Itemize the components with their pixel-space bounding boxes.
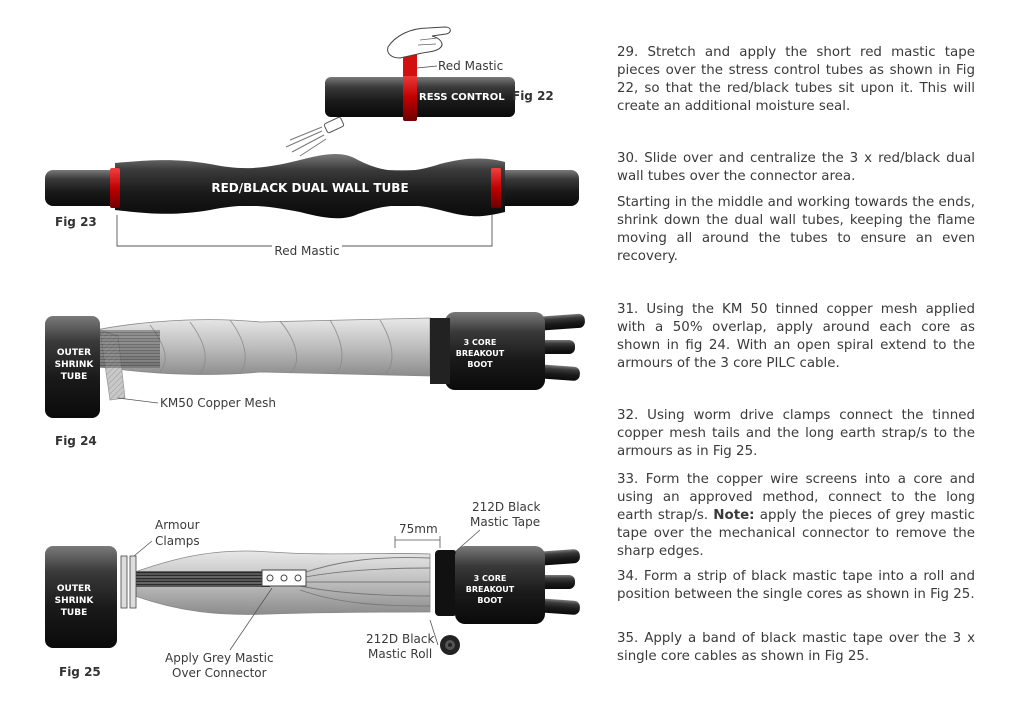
- fig24-boot-line3: BOOT: [467, 360, 493, 369]
- fig25-outer-tube-line1: OUTER: [57, 584, 91, 594]
- fig25-armour-clamp-2: [129, 555, 137, 609]
- fig25-black-mastic-tape: [435, 550, 457, 616]
- fig22-red-tape-strip: [403, 52, 417, 76]
- fig25-black-roll-line2: Mastic Roll: [368, 647, 432, 661]
- step-35: 35. Apply a band of black mastic tape ov…: [617, 631, 975, 664]
- step-33-note-text: apply the pieces of grey mastic tape ove…: [617, 508, 975, 559]
- fig23-tube-label: RED/BLACK DUAL WALL TUBE: [211, 181, 408, 195]
- fig24-outer-tube-line2: SHRINK: [55, 360, 95, 370]
- fig24-boot-line2: BREAKOUT: [456, 349, 505, 358]
- step-34: 34. Form a strip of black mastic tape in…: [617, 569, 975, 602]
- fig25-grey-mastic-line1: Apply Grey Mastic: [165, 651, 274, 665]
- fig25-armour-clamps-line1: Armour: [155, 518, 200, 532]
- fig23-red-mastic-label: Red Mastic: [274, 244, 339, 258]
- step-30-continued: Starting in the middle and working towar…: [617, 195, 975, 264]
- fig25-outer-shrink-tube: [45, 546, 117, 648]
- fig24-outer-shrink-tube: [45, 316, 100, 418]
- fig25-diagram: OUTER SHRINK TUBE 3 CORE BREAKOUT BOOT A…: [45, 500, 580, 680]
- fig25-boot-line3: BOOT: [477, 596, 503, 605]
- mastic-roll-icon: [440, 635, 460, 655]
- fig25-boot-line1: 3 CORE: [474, 574, 507, 583]
- fig24-breakout-boot: [445, 312, 545, 390]
- fig22-tube-label: RESS CONTROL: [419, 92, 505, 103]
- fig22-diagram: Red Mastic RESS CONTROL Fig 22: [325, 26, 554, 121]
- fig25-black-tape-line2: Mastic Tape: [470, 515, 540, 529]
- heat-gun-icon: [285, 116, 345, 157]
- fig24-label: Fig 24: [55, 434, 97, 448]
- step-31: 31. Using the KM 50 tinned copper mesh a…: [617, 302, 975, 371]
- fig23-diagram: RED/BLACK DUAL WALL TUBE Red Mastic Fig …: [45, 154, 579, 258]
- fig25-black-tape-line1: 212D Black: [472, 500, 540, 514]
- step-32: 32. Using worm drive clamps connect the …: [617, 408, 975, 459]
- fig25-black-roll-line1: 212D Black: [366, 632, 434, 646]
- step-33-text: 33. Form the copper wire screens into a …: [617, 472, 975, 523]
- fig25-outer-tube-line2: SHRINK: [55, 596, 95, 606]
- fig25-label: Fig 25: [59, 665, 101, 679]
- fig22-red-mastic-band: [403, 73, 417, 121]
- fig25-earth-strap: [130, 571, 270, 587]
- fig25-armour-clamp-1: [120, 555, 128, 609]
- fig25-dimension-label: 75mm: [399, 522, 438, 536]
- fig22-stress-control-tube: [325, 77, 515, 117]
- fig24-mesh-label: KM50 Copper Mesh: [160, 396, 276, 410]
- step-29: 29. Stretch and apply the short red mast…: [617, 45, 975, 114]
- fig23-red-mastic-left: [110, 168, 120, 208]
- fig24-diagram: OUTER SHRINK TUBE 3 CORE BREAKOUT BOOT K…: [45, 312, 585, 448]
- fig23-label: Fig 23: [55, 215, 97, 229]
- fig23-dual-wall-tube: [115, 154, 505, 219]
- fig25-outer-tube-line3: TUBE: [61, 608, 87, 618]
- fig25-boot-line2: BREAKOUT: [466, 585, 515, 594]
- fig24-outer-tube-line3: TUBE: [61, 372, 87, 382]
- fig24-boot-line1: 3 CORE: [464, 338, 497, 347]
- fig24-outer-tube-line1: OUTER: [57, 348, 91, 358]
- fig25-grey-mastic-line2: Over Connector: [172, 666, 267, 680]
- step-33: 33. Form the copper wire screens into a …: [617, 471, 975, 561]
- step-33-note: Note:: [713, 508, 755, 523]
- fig22-red-mastic-label: Red Mastic: [438, 59, 503, 73]
- fig25-breakout-boot: [455, 546, 545, 624]
- hand-icon: [387, 26, 451, 59]
- fig23-red-mastic-right: [491, 168, 501, 208]
- figures-illustration: Red Mastic RESS CONTROL Fig 22 RED/BLACK…: [45, 26, 585, 680]
- fig25-armour-clamps-line2: Clamps: [155, 534, 200, 548]
- fig22-label: Fig 22: [512, 89, 554, 103]
- step-30: 30. Slide over and centralize the 3 x re…: [617, 151, 975, 184]
- fig25-mechanical-connector: [261, 569, 307, 587]
